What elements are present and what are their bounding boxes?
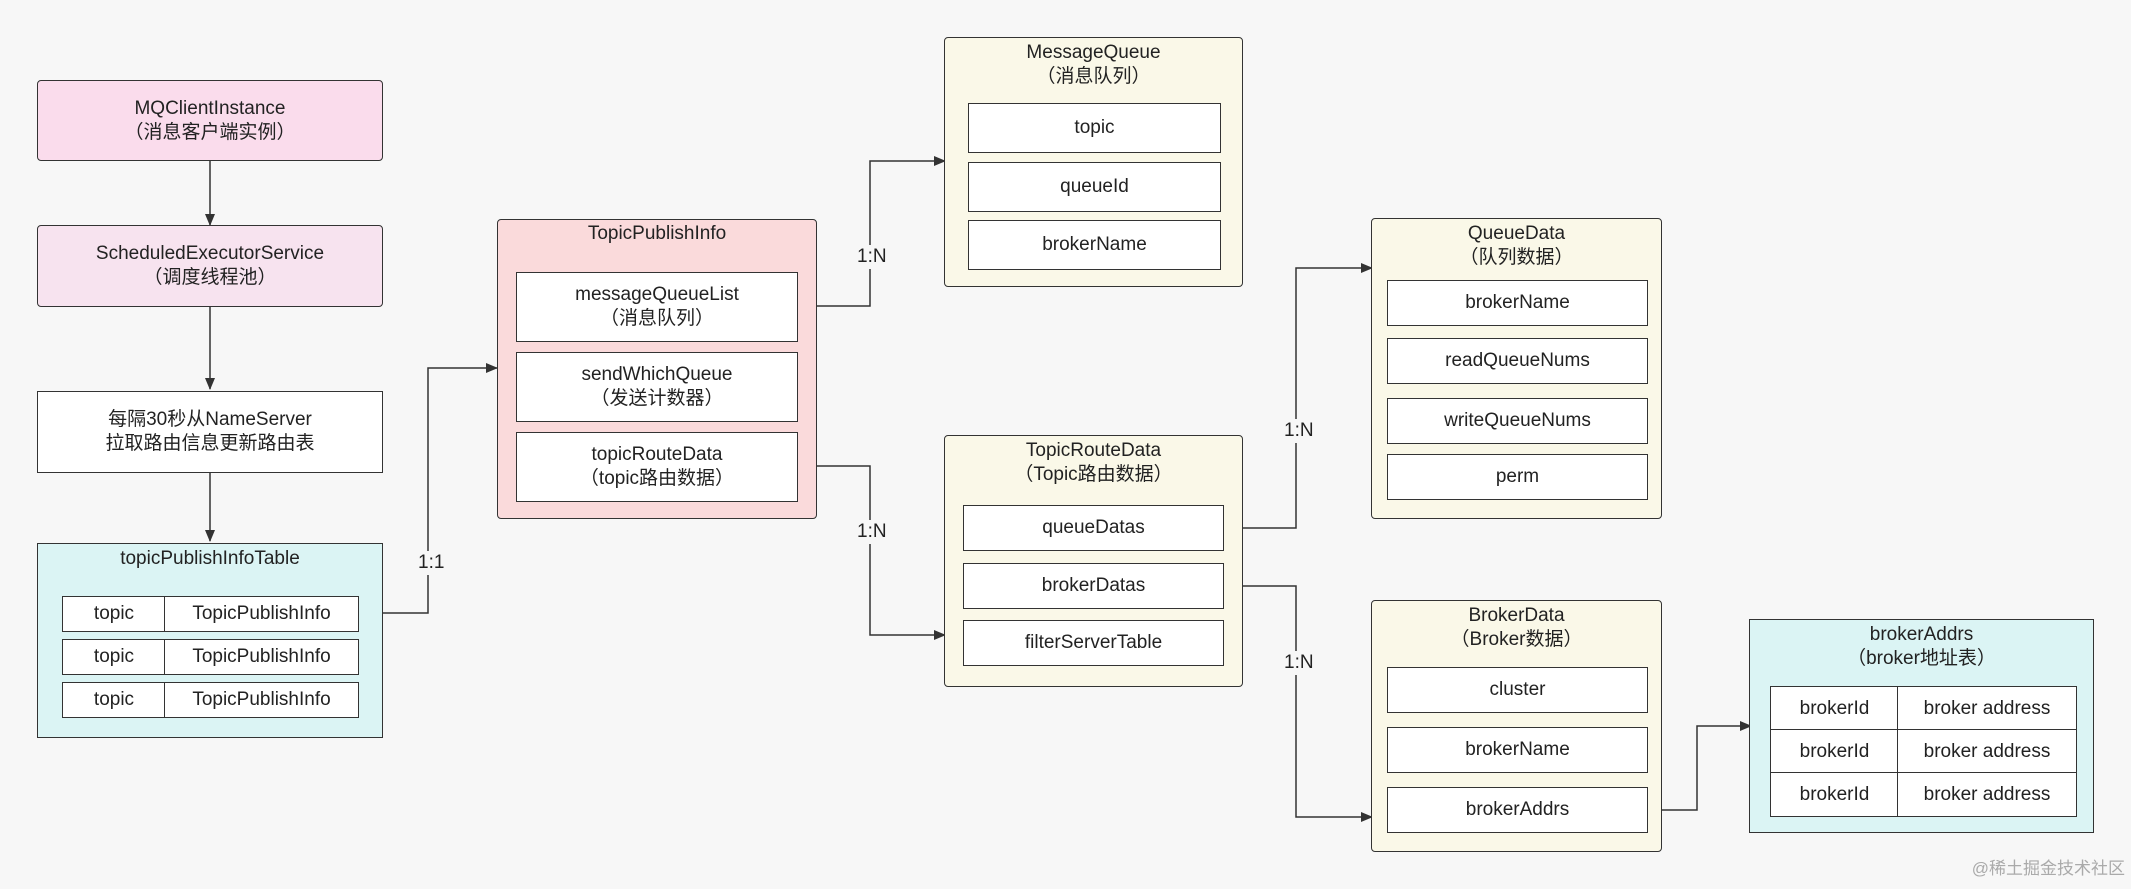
edge-label-queuedatas: 1:N — [1282, 419, 1316, 443]
edge-queuedatas-queuedata — [1223, 263, 1373, 529]
watermark: @稀土掘金技术社区 — [1971, 859, 2125, 878]
field-perm: perm — [1387, 454, 1648, 500]
field-send-which-queue: sendWhichQueue （发送计数器） — [516, 352, 798, 422]
mq-client-instance-label: MQClientInstance （消息客户端实例） — [124, 97, 296, 143]
message-queue-title: MessageQueue （消息队列） — [1026, 42, 1161, 87]
field-queue-datas: queueDatas — [963, 505, 1224, 551]
field-queue-id: queueId — [968, 162, 1221, 212]
broker-addrs-row-3-key: brokerId — [1770, 772, 1899, 817]
refresh-route-step: 每隔30秒从NameServer 拉取路由信息更新路由表 — [37, 391, 383, 473]
table-row-2-value: TopicPublishInfo — [164, 639, 359, 675]
field-broker-name: brokerName — [968, 220, 1221, 270]
table-row-1-key: topic — [62, 596, 166, 632]
field-cluster: cluster — [1387, 667, 1648, 713]
table-row-2-key: topic — [62, 639, 166, 675]
broker-addrs-node: brokerAddrs （broker地址表） brokerId broker … — [1749, 619, 2094, 833]
field-broker-name: brokerName — [1387, 727, 1648, 773]
edge-label-brokerdatas: 1:N — [1282, 651, 1316, 675]
queue-data-node: QueueData （队列数据） brokerName readQueueNum… — [1371, 218, 1662, 519]
broker-addrs-row-1-value: broker address — [1897, 686, 2077, 731]
broker-addrs-row-2-value: broker address — [1897, 729, 2077, 774]
topic-publish-info-title: TopicPublishInfo — [587, 223, 727, 244]
refresh-route-text: 每隔30秒从NameServer 拉取路由信息更新路由表 — [105, 409, 315, 454]
topic-publish-info-table: topicPublishInfoTable topic TopicPublish… — [37, 543, 383, 738]
table-row-3-key: topic — [62, 682, 166, 718]
table-row-3-value: TopicPublishInfo — [164, 682, 359, 718]
edge-brokeraddrs-table — [1647, 721, 1752, 811]
scheduled-executor-label: ScheduledExecutorService （调度线程池） — [95, 243, 325, 288]
field-broker-datas: brokerDatas — [963, 563, 1224, 609]
field-filter-server-table: filterServerTable — [963, 620, 1224, 666]
field-write-queue-nums: writeQueueNums — [1387, 398, 1648, 444]
broker-addrs-title: brokerAddrs （broker地址表） — [1847, 624, 1996, 669]
broker-data-title: BrokerData （Broker数据） — [1450, 605, 1583, 650]
edge-mqlist-messagequeue — [796, 156, 946, 307]
broker-addrs-row-2-key: brokerId — [1770, 729, 1899, 774]
broker-data-node: BrokerData （Broker数据） cluster brokerName… — [1371, 600, 1662, 852]
field-broker-name: brokerName — [1387, 280, 1648, 326]
scheduled-executor-node: ScheduledExecutorService （调度线程池） — [37, 225, 383, 307]
edge-label-table-publishinfo: 1:1 — [416, 551, 447, 575]
topic-route-data-title: TopicRouteData （Topic路由数据） — [1014, 440, 1173, 485]
field-topic: topic — [968, 103, 1221, 153]
edge-routedata-topicroutedata — [796, 465, 946, 640]
broker-addrs-row-1-key: brokerId — [1770, 686, 1899, 731]
message-queue-node: MessageQueue （消息队列） topic queueId broker… — [944, 37, 1243, 287]
field-topic-route-data: topicRouteData （topic路由数据） — [516, 432, 798, 502]
topic-route-data-node: TopicRouteData （Topic路由数据） queueDatas br… — [944, 435, 1243, 687]
field-message-queue-list: messageQueueList （消息队列） — [516, 272, 798, 342]
table-row-1-value: TopicPublishInfo — [164, 596, 359, 632]
field-read-queue-nums: readQueueNums — [1387, 338, 1648, 384]
topic-publish-info-table-title: topicPublishInfoTable — [120, 548, 300, 569]
broker-addrs-row-3-value: broker address — [1897, 772, 2077, 817]
edge-brokerdatas-brokerdata — [1223, 585, 1373, 822]
queue-data-title: QueueData （队列数据） — [1459, 223, 1574, 268]
field-broker-addrs: brokerAddrs — [1387, 787, 1648, 833]
mq-client-instance-node: MQClientInstance （消息客户端实例） — [37, 80, 383, 161]
topic-publish-info-node: TopicPublishInfo messageQueueList （消息队列）… — [497, 219, 817, 519]
edge-label-mqlist: 1:N — [855, 245, 889, 269]
edge-label-routedata: 1:N — [855, 520, 889, 544]
